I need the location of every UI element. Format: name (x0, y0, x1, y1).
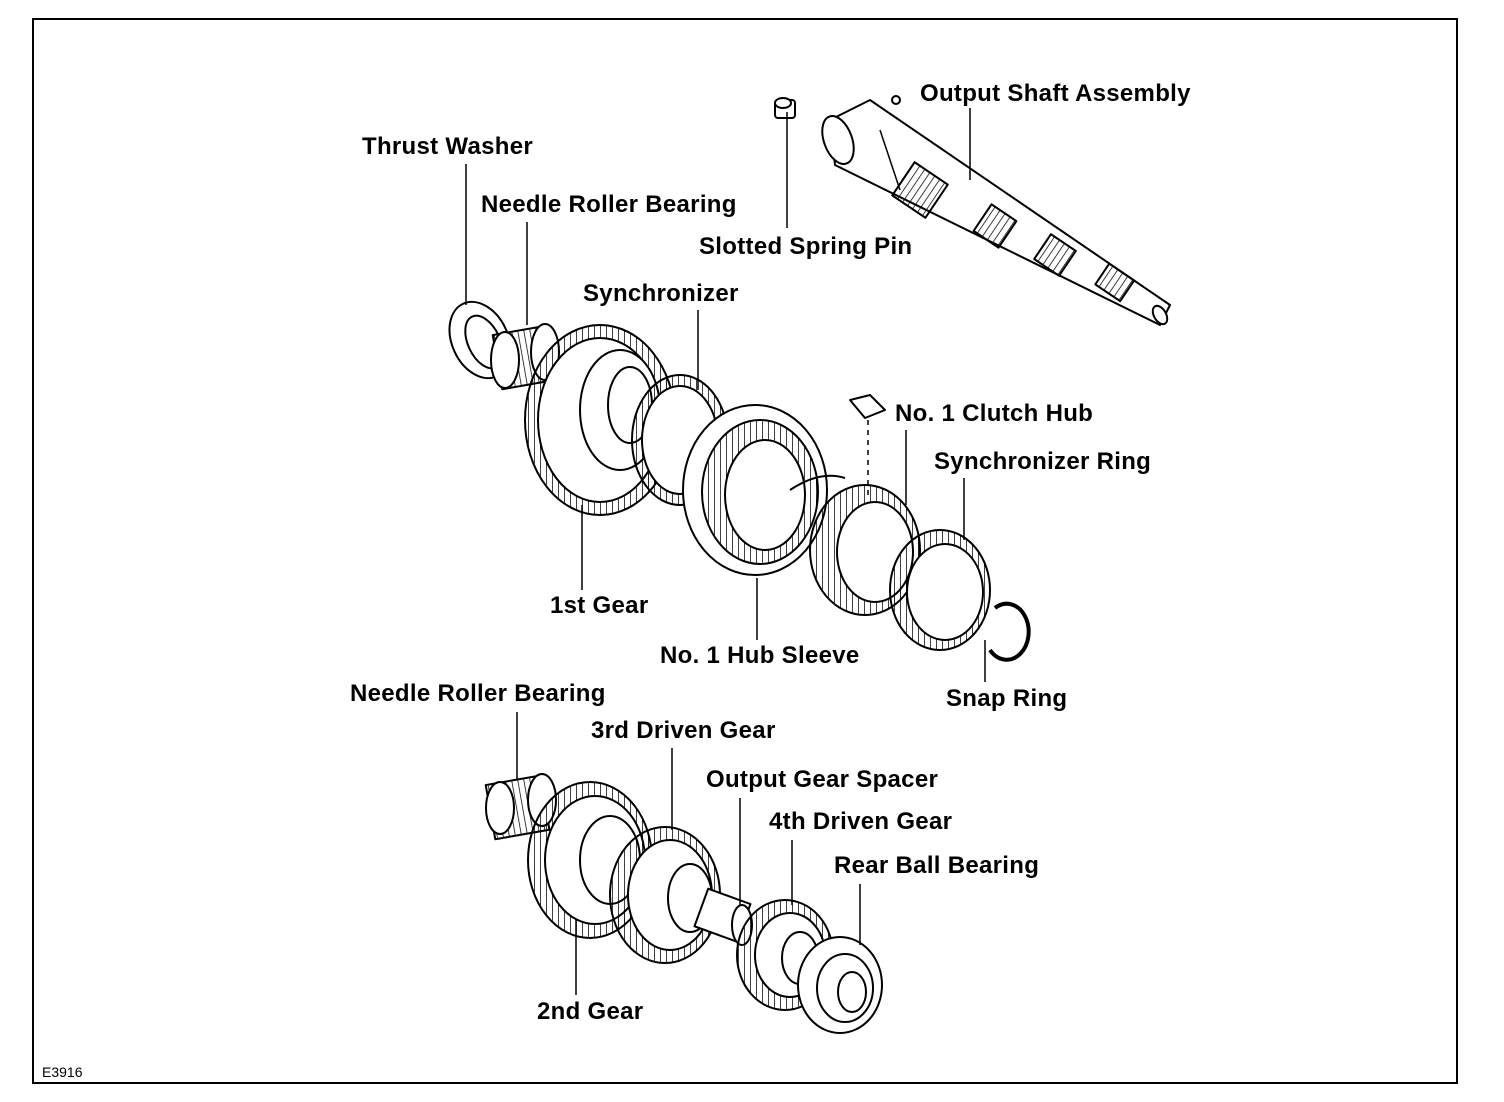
slotted-spring-pin-part (774, 97, 796, 119)
rear-ball-bearing-part (797, 936, 883, 1034)
snap-ring-part (988, 601, 1031, 662)
label-no1-hub-sleeve: No. 1 Hub Sleeve (660, 642, 860, 669)
label-thrust-washer: Thrust Washer (362, 133, 534, 160)
label-synchronizer-ring: Synchronizer Ring (934, 448, 1152, 475)
label-first-gear: 1st Gear (550, 592, 649, 619)
label-snap-ring: Snap Ring (946, 685, 1068, 712)
output-shaft-assembly-part (821, 95, 1171, 326)
third-driven-gear-part (609, 826, 721, 964)
diagram-frame (32, 18, 1458, 1084)
synchronizer-ring-part (889, 529, 991, 651)
label-fourth-driven-gear: 4th Driven Gear (769, 808, 953, 835)
label-third-driven-gear: 3rd Driven Gear (591, 717, 776, 744)
needle-roller-bearing-bottom-part (484, 773, 557, 841)
label-synchronizer: Synchronizer (583, 280, 739, 307)
label-slotted-spring-pin: Slotted Spring Pin (699, 233, 913, 260)
label-output-shaft-assembly: Output Shaft Assembly (920, 80, 1191, 107)
label-needle-roller-bearing-top: Needle Roller Bearing (481, 191, 737, 218)
label-output-gear-spacer: Output Gear Spacer (706, 766, 939, 793)
label-needle-roller-bearing-bottom: Needle Roller Bearing (350, 680, 606, 707)
label-second-gear: 2nd Gear (537, 998, 644, 1025)
label-no1-clutch-hub: No. 1 Clutch Hub (895, 400, 1094, 427)
leader-lines (465, 108, 986, 995)
label-rear-ball-bearing: Rear Ball Bearing (834, 852, 1040, 879)
hub-sleeve-part (682, 404, 846, 576)
figure-code: E3916 (42, 1064, 83, 1080)
